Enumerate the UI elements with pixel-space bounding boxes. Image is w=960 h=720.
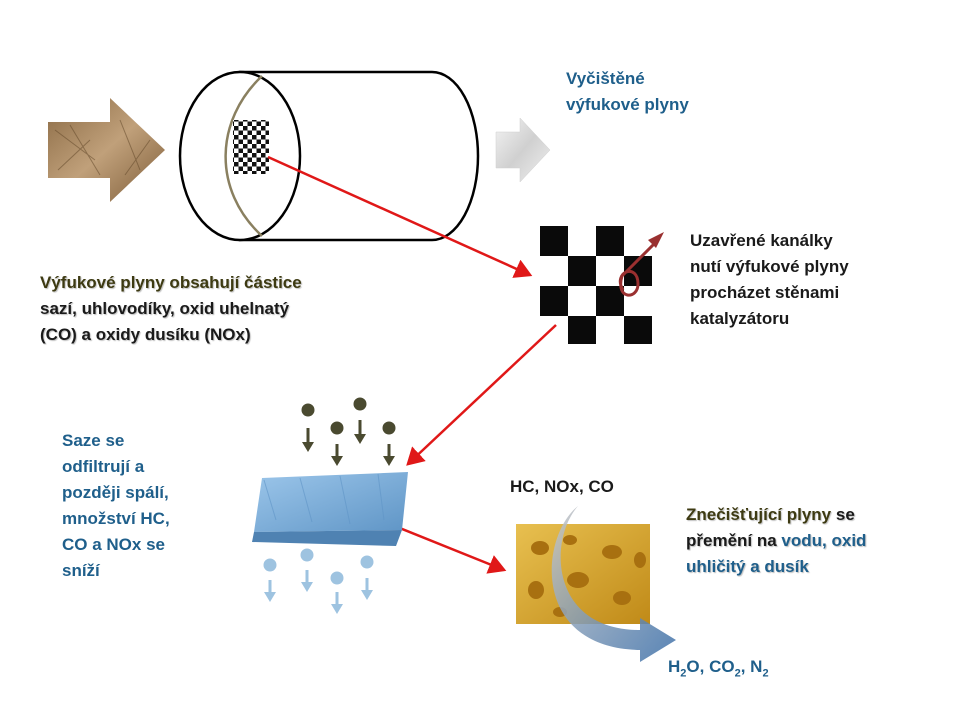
- product-n: , N: [740, 657, 763, 676]
- closed-channels-line-2: nutí výfukové plyny: [690, 257, 849, 276]
- product-h: H: [668, 657, 681, 676]
- conversion-line-1: Znečišťující plyny se: [686, 502, 866, 528]
- closed-channels-line-3: procházet stěnami: [690, 283, 840, 302]
- closed-channels-line-4: katalyzátoru: [690, 309, 790, 328]
- closed-channels-label: Uzavřené kanálky nutí výfukové plyny pro…: [690, 228, 849, 332]
- filter-cylinder: [178, 70, 480, 242]
- exhaust-contains-label: Výfukové plyny obsahují částice sazí, uh…: [40, 270, 302, 348]
- conversion-part-3: přemění na: [686, 531, 782, 550]
- red-arrow-filter-to-channels: [267, 155, 533, 278]
- filtered-particles-below: [263, 548, 374, 614]
- conversion-part-2: se: [831, 505, 855, 524]
- closed-channels-magnified: [540, 226, 664, 344]
- paper-texture-lines: [54, 119, 151, 176]
- pollutants-in-label: HC, NOx, CO: [510, 477, 614, 496]
- red-arrow-channels-to-sponge: [406, 324, 557, 466]
- product-n-sub: 2: [762, 667, 769, 680]
- soot-line-5: CO a NOx se: [62, 535, 165, 554]
- clean-outlet-arrow: [495, 117, 551, 183]
- soot-line-2: odfiltrují a: [62, 457, 145, 476]
- catalyst-block: [516, 524, 650, 624]
- conversion-part-1: Znečišťující plyny: [686, 505, 832, 524]
- soot-line-6: sníží: [62, 561, 100, 580]
- soot-particles-above: [301, 397, 396, 466]
- conversion-line-2: přemění na vodu, oxid: [686, 528, 866, 554]
- clean-gas-line-2: výfukové plyny: [566, 95, 689, 114]
- exhaust-contains-line-1: Výfukové plyny obsahují částice: [40, 273, 302, 292]
- sponge-filter: [252, 472, 408, 546]
- soot-line-4: množství HC,: [62, 509, 170, 528]
- conversion-part-4: vodu, oxid: [781, 531, 867, 550]
- product-co-sub: 2: [734, 667, 741, 680]
- conversion-label: Znečišťující plyny se přemění na vodu, o…: [686, 502, 866, 580]
- clean-gas-label: Vyčištěné výfukové plyny: [566, 66, 689, 118]
- filter-face-curve: [224, 75, 263, 237]
- products-label: H2O, CO2, N2: [668, 654, 769, 686]
- soot-line-3: později spálí,: [62, 483, 169, 502]
- exhaust-contains-line-3: (CO) a oxidy dusíku (NOx): [40, 325, 251, 344]
- product-o-co: O, CO: [686, 657, 735, 676]
- exhaust-contains-line-2: sazí, uhlovodíky, oxid uhelnatý: [40, 299, 290, 318]
- closed-channels-line-1: Uzavřené kanálky: [690, 231, 833, 250]
- exhaust-inlet-arrow: [48, 98, 165, 202]
- clean-gas-line-1: Vyčištěné: [566, 69, 645, 88]
- conversion-line-3: uhličitý a dusík: [686, 554, 866, 580]
- conversion-part-5: uhličitý a dusík: [686, 557, 809, 576]
- gas-flow-arrow: [618, 240, 658, 297]
- soot-label: Saze se odfiltrují a později spálí, množ…: [62, 428, 170, 584]
- conversion-curved-arrow: [551, 506, 676, 662]
- soot-line-1: Saze se: [62, 431, 125, 450]
- filter-checker-section: [233, 120, 269, 174]
- product-h-sub: 2: [680, 667, 687, 680]
